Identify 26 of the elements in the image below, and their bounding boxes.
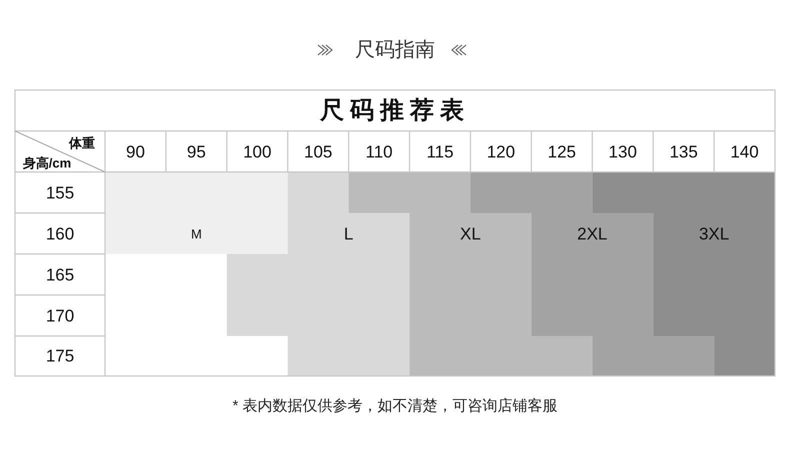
weight-value: 90 [126, 144, 145, 160]
height-axis-label: 身高/cm [22, 156, 72, 170]
footnote: * 表内数据仅供参考，如不清楚，可咨询店铺客服 [232, 398, 558, 414]
weight-value: 105 [304, 144, 332, 160]
height-value: 170 [46, 307, 74, 324]
height-value: 165 [46, 266, 74, 283]
size-label: XL [460, 225, 481, 242]
weight-value: 120 [486, 144, 516, 160]
weight-value: 140 [730, 144, 759, 160]
weight-value: 135 [669, 144, 698, 160]
weight-value: 115 [426, 144, 454, 160]
weight-value: 95 [186, 144, 206, 160]
table-title: 尺码推荐表 [320, 99, 470, 123]
size-label: L [344, 225, 354, 242]
size-label: M [190, 227, 202, 240]
page-title: 尺码指南 [355, 40, 435, 60]
weight-value: 100 [243, 144, 272, 160]
weight-value: 130 [608, 144, 637, 160]
size-label: 3XL [698, 225, 730, 242]
height-value: 175 [46, 348, 74, 364]
weight-axis-label: 体重 [69, 136, 95, 150]
height-value: 155 [46, 184, 74, 201]
height-value: 160 [46, 225, 74, 242]
size-label: 2XL [577, 225, 608, 242]
weight-value: 125 [548, 144, 576, 160]
weight-value: 110 [366, 144, 393, 160]
